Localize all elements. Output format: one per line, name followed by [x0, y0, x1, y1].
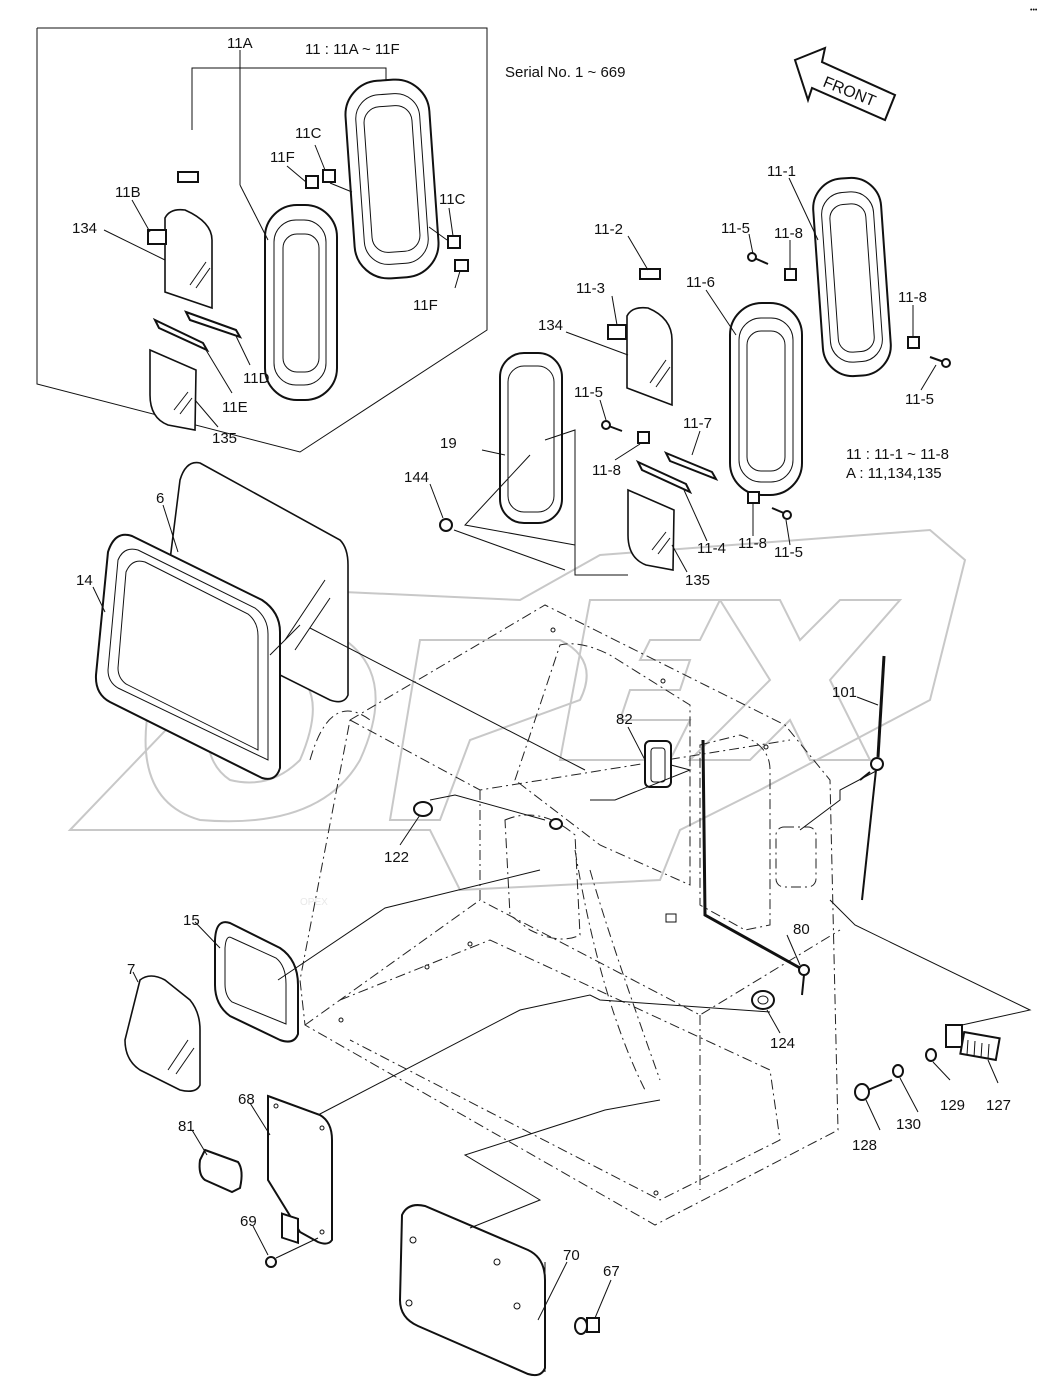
- window-seal-15: [214, 921, 299, 1043]
- label-14: 14: [76, 572, 93, 589]
- label-11-5-d: 11-5: [774, 544, 803, 561]
- panel-70: [398, 1204, 546, 1377]
- upper-right-leaders: [429, 177, 937, 576]
- glass-6: [164, 461, 349, 703]
- label-11A: 11A: [227, 35, 253, 52]
- label-11E: 11E: [222, 399, 248, 416]
- window-seal-11A-left: [264, 204, 338, 401]
- label-67: 67: [603, 1263, 620, 1280]
- label-11-2: 11-2: [594, 221, 623, 238]
- label-11D: 11D: [243, 370, 270, 387]
- label-19: 19: [440, 435, 457, 452]
- label-11-3: 11-3: [576, 280, 605, 297]
- label-80: 80: [793, 921, 810, 938]
- glass-7: [124, 975, 201, 1092]
- screws-11-5: [601, 252, 951, 520]
- strips-11-4-11-7: [635, 451, 719, 495]
- inset-title: 11 : 11A ~ 11F: [305, 41, 400, 58]
- label-144: 144: [404, 469, 429, 486]
- glass-134: [626, 306, 673, 407]
- serial-note: Serial No. 1 ~ 669: [505, 64, 626, 81]
- label-11-5-c: 11-5: [574, 384, 603, 401]
- front-arrow: FRONT: [793, 46, 897, 122]
- label-135-b: 135: [685, 572, 710, 589]
- grommet-144: [439, 518, 453, 532]
- cover-68: [267, 1094, 333, 1245]
- label-134: 134: [72, 220, 97, 237]
- latch-127: [945, 1024, 1001, 1062]
- lamp-82: [644, 740, 672, 788]
- label-11-7: 11-7: [683, 415, 712, 432]
- label-11F-b: 11F: [413, 297, 438, 314]
- label-11B: 11B: [115, 184, 141, 201]
- grommet-122: [413, 801, 563, 830]
- window-seal-11A-right: [344, 78, 440, 280]
- cable-80: [701, 739, 810, 996]
- handle-11-2: [639, 268, 661, 280]
- label-135: 135: [212, 430, 237, 447]
- screw-67: [574, 1317, 600, 1335]
- label-11C-b: 11C: [439, 191, 466, 208]
- label-101: 101: [832, 684, 857, 701]
- label-68: 68: [238, 1091, 255, 1108]
- watermark-text: OPEX: [300, 897, 328, 908]
- label-11-5-a: 11-5: [721, 220, 750, 237]
- label-7: 7: [127, 961, 135, 978]
- blocks-11-8: [637, 268, 920, 504]
- label-11-4: 11-4: [697, 540, 726, 557]
- plug-69: [265, 1256, 277, 1268]
- label-127: 127: [986, 1097, 1011, 1114]
- label-15: 15: [183, 912, 200, 929]
- label-130: 130: [896, 1116, 921, 1133]
- strips-11D-11E-inset: [152, 310, 243, 353]
- inset-box-11A-11F: [36, 27, 488, 453]
- inset-leaders: [103, 50, 461, 428]
- blocks-11C-11F-inset: [305, 169, 469, 272]
- washers-129-130: [892, 1048, 937, 1078]
- label-11-6: 11-6: [686, 274, 715, 291]
- lower-leaders: [191, 994, 771, 1321]
- label-11-8-d: 11-8: [738, 535, 767, 552]
- label-81: 81: [178, 1118, 195, 1135]
- corner-mark: •••: [1030, 7, 1038, 14]
- grommet-124: [751, 990, 775, 1010]
- label-11-8-c: 11-8: [592, 462, 621, 479]
- label-11C: 11C: [295, 125, 322, 142]
- label-82: 82: [616, 711, 633, 728]
- label-129: 129: [940, 1097, 965, 1114]
- legend-line-1: 11 : 11-1 ~ 11-8: [846, 446, 949, 463]
- glass-135: [627, 488, 675, 571]
- pad-81: [198, 1148, 243, 1194]
- left-leaders: [92, 504, 586, 771]
- label-128: 128: [852, 1137, 877, 1154]
- latch-11B-inset: [147, 171, 199, 245]
- label-11-5-b: 11-5: [905, 391, 934, 408]
- label-6: 6: [156, 490, 164, 507]
- legend-line-2: A : 11,134,135: [846, 465, 942, 482]
- latch-11-3: [607, 324, 627, 340]
- label-70: 70: [563, 1247, 580, 1264]
- window-seal-14: [94, 533, 281, 780]
- window-seal-19: [499, 352, 563, 524]
- glass-135-inset: [149, 348, 197, 431]
- label-11-1: 11-1: [767, 163, 796, 180]
- label-11F: 11F: [270, 149, 295, 166]
- cab-frame: [299, 604, 841, 1226]
- window-seal-11-6: [729, 302, 803, 496]
- label-11-8-a: 11-8: [774, 225, 803, 242]
- label-122: 122: [384, 849, 409, 866]
- glass-134-inset: [164, 208, 213, 310]
- label-124: 124: [770, 1035, 795, 1052]
- bolt-128: [854, 1079, 893, 1101]
- mid-leaders: [132, 696, 1032, 1131]
- label-69: 69: [240, 1213, 257, 1230]
- label-11-8-b: 11-8: [898, 289, 927, 306]
- label-134-b: 134: [538, 317, 563, 334]
- window-seal-11-1: [812, 176, 892, 378]
